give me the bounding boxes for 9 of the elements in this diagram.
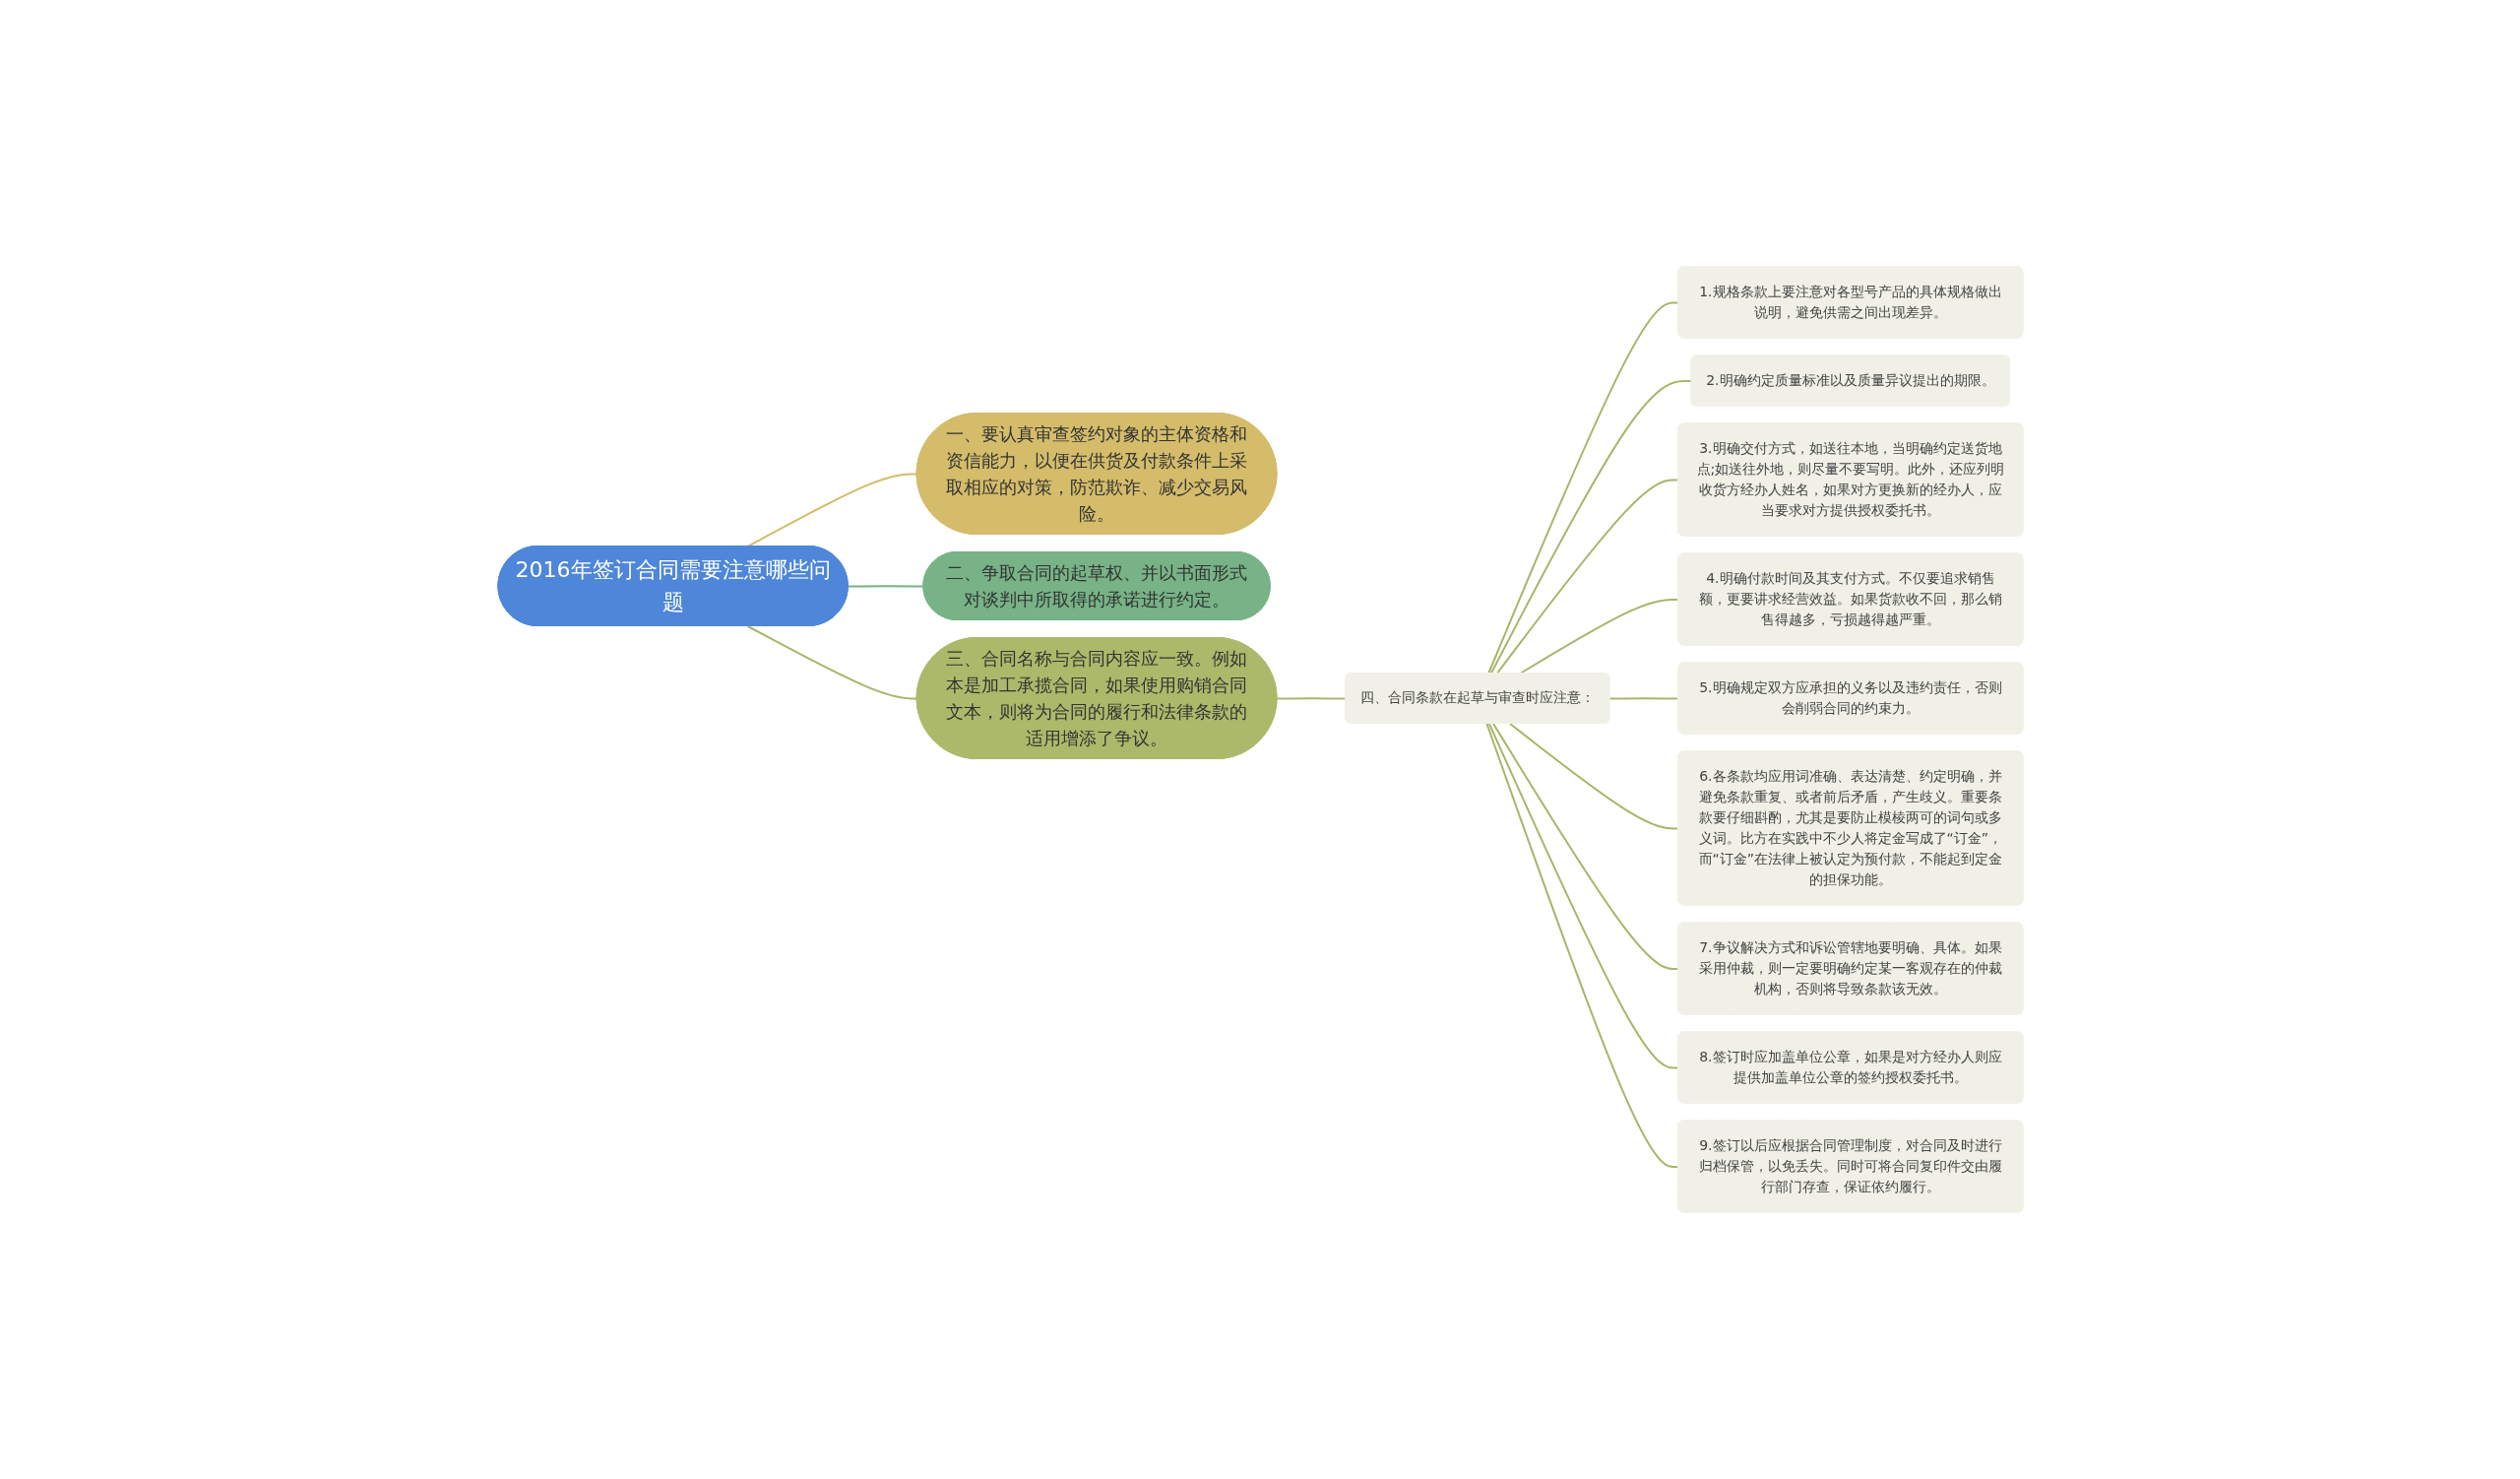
connector <box>1491 723 1679 970</box>
connector <box>1275 697 1347 700</box>
connector <box>1486 301 1679 675</box>
connector <box>1508 723 1679 830</box>
connector <box>1487 723 1679 1069</box>
connector <box>847 585 924 588</box>
connector <box>1607 697 1679 700</box>
connector <box>1495 479 1679 675</box>
connector <box>1485 723 1679 1168</box>
